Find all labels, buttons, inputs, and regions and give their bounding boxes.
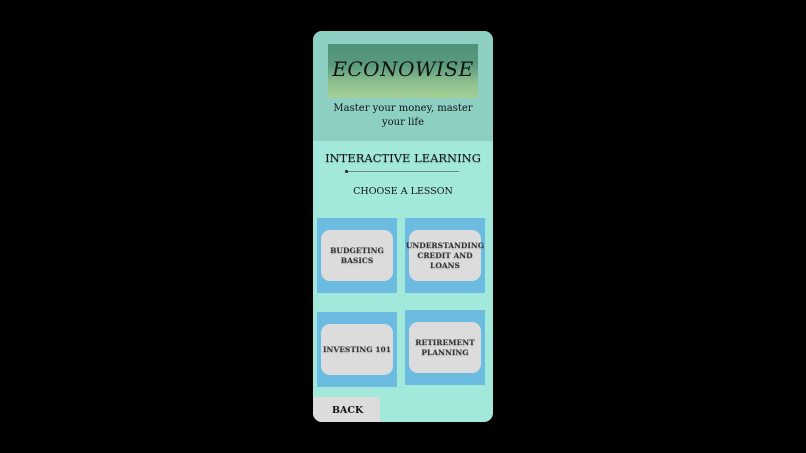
divider-dot: [345, 170, 348, 173]
section-title: INTERACTIVE LEARNING: [325, 151, 481, 165]
choose-lesson-label: CHOOSE A LESSON: [353, 186, 453, 197]
lesson-card-investing[interactable]: INVESTING 101: [317, 312, 397, 387]
lesson-button-investing[interactable]: INVESTING 101: [321, 324, 393, 375]
lesson-button-credit[interactable]: UNDERSTANDING CREDIT AND LOANS: [406, 230, 484, 281]
app-title: ECONOWISE: [332, 57, 474, 81]
divider: [346, 171, 459, 172]
header: ECONOWISE Master your money, master your…: [313, 31, 493, 141]
lesson-button-retirement[interactable]: RETIREMENT PLANNING: [409, 322, 481, 373]
tagline: Master your money, master your life: [333, 103, 473, 128]
lesson-card-budgeting[interactable]: BUDGETING BASICS: [317, 218, 397, 293]
back-button[interactable]: BACK: [313, 397, 380, 422]
app-screen: ECONOWISE Master your money, master your…: [313, 31, 493, 422]
lesson-card-retirement[interactable]: RETIREMENT PLANNING: [405, 310, 485, 385]
lesson-button-budgeting[interactable]: BUDGETING BASICS: [321, 230, 393, 281]
lesson-card-credit[interactable]: UNDERSTANDING CREDIT AND LOANS: [405, 218, 485, 293]
logo-banner: ECONOWISE: [328, 44, 478, 98]
